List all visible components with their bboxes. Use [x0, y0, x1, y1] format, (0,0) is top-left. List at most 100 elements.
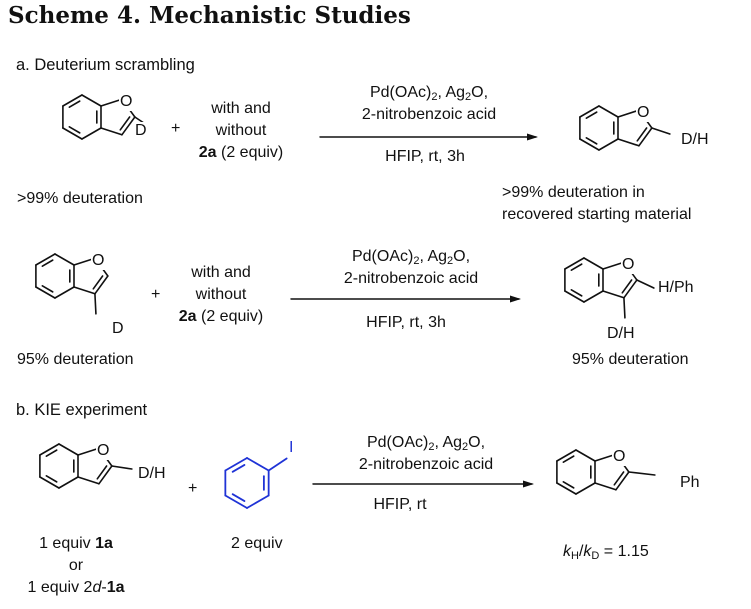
kie-substrate-furan-bond — [77, 447, 100, 456]
rxn2-substrate-benzene-bond — [35, 253, 56, 266]
rxn1-product-c2-bond — [651, 127, 671, 135]
rxn2-substrate-benzene-bond — [54, 286, 75, 299]
rxn1-product-furan-bond — [638, 127, 653, 147]
rxn2-product-c2-bond — [636, 279, 655, 289]
iodobenzene-iodine: I — [289, 439, 294, 456]
rxn2-substrate-oxygen: O — [91, 252, 106, 270]
kie-product-benzene-double-bond — [562, 481, 575, 489]
rxn2-substrate-furan-bond — [94, 275, 109, 295]
rxn1-substrate-deuterium: D — [134, 122, 148, 140]
rxn2-product-benzene-bond — [564, 290, 585, 303]
rxn1-substrate-benzene-bond — [81, 94, 102, 107]
rxn1-additive-line1: with and — [211, 100, 271, 117]
rxn1-substrate-benzene-double-bond — [68, 100, 81, 108]
rxn1-conditions-catalyst: Pd(OAc)2, Ag2O, — [369, 84, 489, 103]
iodobenzene-note: 2 equiv — [231, 535, 283, 552]
rxn2-product-benzene-bond — [583, 257, 604, 270]
kie-product-furan-bond — [615, 471, 630, 491]
kie-substrate-furan-bond — [98, 465, 113, 485]
rxn2-product-furan-double-bond — [621, 279, 633, 294]
rxn1-product-note-line1: >99% deuteration in — [502, 184, 645, 201]
rxn2-substrate-benzene-bond — [35, 286, 56, 299]
kie-conditions-solvent: HFIP, rt — [373, 496, 427, 513]
kie-substrate-furan-bond — [77, 476, 100, 485]
rxn2-substrate-note: 95% deuteration — [17, 351, 134, 368]
rxn2-substrate-furan-double-bond — [92, 275, 104, 290]
rxn1-product-furan-double-bond — [636, 127, 648, 142]
rxn1-substrate-furan-bond — [100, 98, 123, 107]
scheme-title: Scheme 4. Mechanistic Studies — [8, 2, 411, 29]
rxn2-additive-line1: with and — [191, 264, 251, 281]
kie-substrate-label: D/H — [137, 465, 167, 483]
kie-product-oxygen: O — [612, 448, 627, 466]
rxn1-arrow-head — [527, 133, 538, 141]
kie-substrate-c2-bond — [111, 465, 133, 470]
rxn1-product-benzene-double-bond — [585, 111, 598, 119]
rxn2-substrate-furan-bond — [73, 286, 96, 295]
rxn1-additive-line2: without — [215, 122, 267, 139]
rxn1-substrate-benzene-bond — [81, 127, 102, 140]
rxn2-substrate-benzene-bond — [54, 253, 75, 266]
rxn1-substrate-furan-bond — [100, 127, 123, 136]
rxn1-substrate-furan-double-bond — [119, 116, 131, 131]
iodobenzene-double-bond — [231, 464, 246, 473]
rxn1-product-oxygen: O — [636, 104, 651, 122]
kie-substrate-note-line1: 1 equiv 1a — [39, 535, 113, 552]
kie-value: kH/kD = 1.15 — [563, 543, 649, 562]
rxn2-product-label-bottom: D/H — [606, 325, 636, 343]
rxn2-conditions-solvent: HFIP, rt, 3h — [366, 314, 446, 331]
rxn1-substrate-benzene-double-bond — [68, 126, 81, 134]
rxn1-conditions-solvent: HFIP, rt, 3h — [385, 148, 465, 165]
rxn2-plus: + — [151, 286, 161, 303]
rxn2-product-benzene-double-bond — [570, 289, 583, 297]
rxn2-product-furan-bond — [602, 290, 625, 299]
rxn2-product-furan-bond — [623, 279, 638, 299]
rxn1-product-label: D/H — [680, 131, 710, 149]
rxn1-product-note-line2: recovered starting material — [502, 206, 692, 223]
kie-product-phenyl: Ph — [679, 474, 701, 492]
rxn2-substrate-deuterium: D — [111, 320, 125, 338]
rxn1-product-benzene-double-bond — [585, 137, 598, 145]
kie-product-benzene-double-bond — [562, 455, 575, 463]
rxn2-conditions-acid: 2-nitrobenzoic acid — [343, 270, 479, 287]
kie-product-benzene-bond — [556, 482, 577, 495]
kie-product-benzene-bond — [575, 449, 596, 462]
rxn1-product-benzene-bond — [579, 138, 600, 151]
rxn1-product-benzene-bond — [598, 138, 619, 151]
rxn1-substrate-benzene-bond — [62, 127, 83, 140]
rxn2-product-label-top: H/Ph — [657, 279, 695, 297]
rxn2-product-benzene-bond — [583, 290, 604, 303]
rxn2-substrate-benzene-double-bond — [41, 259, 54, 267]
rxn1-substrate-note: >99% deuteration — [17, 190, 143, 207]
rxn2-product-benzene-bond — [564, 257, 585, 270]
rxn2-additive-line3: 2a (2 equiv) — [178, 308, 264, 325]
rxn1-product-furan-bond — [617, 138, 640, 147]
rxn1-product-benzene-bond — [598, 105, 619, 118]
iodobenzene-bond — [224, 457, 248, 472]
kie-plus: + — [188, 480, 198, 497]
rxn1-plus: + — [171, 120, 181, 137]
kie-product-phenyl-bond — [628, 471, 656, 476]
iodobenzene-double-bond — [231, 493, 246, 502]
rxn1-substrate-oxygen: O — [119, 93, 134, 111]
iodobenzene-bond — [246, 457, 270, 472]
rxn2-product-oxygen: O — [621, 256, 636, 274]
rxn2-product-benzene-double-bond — [570, 263, 583, 271]
kie-substrate-note-line2: or — [68, 557, 84, 574]
kie-substrate-benzene-bond — [58, 476, 79, 489]
rxn2-additive-line2: without — [195, 286, 247, 303]
kie-conditions-catalyst: Pd(OAc)2, Ag2O, — [366, 434, 486, 453]
kie-substrate-benzene-double-bond — [45, 475, 58, 483]
kie-arrow-head — [523, 480, 534, 488]
kie-product-furan-bond — [594, 482, 617, 491]
kie-product-furan-double-bond — [613, 471, 625, 486]
rxn2-substrate-benzene-double-bond — [41, 285, 54, 293]
kie-substrate-benzene-bond — [39, 443, 60, 456]
rxn1-additive-line3: 2a (2 equiv) — [198, 144, 284, 161]
kie-product-benzene-bond — [556, 449, 577, 462]
rxn1-product-benzene-bond — [579, 105, 600, 118]
iodobenzene-ci-bond — [267, 457, 288, 472]
rxn2-arrow-head — [510, 295, 521, 303]
